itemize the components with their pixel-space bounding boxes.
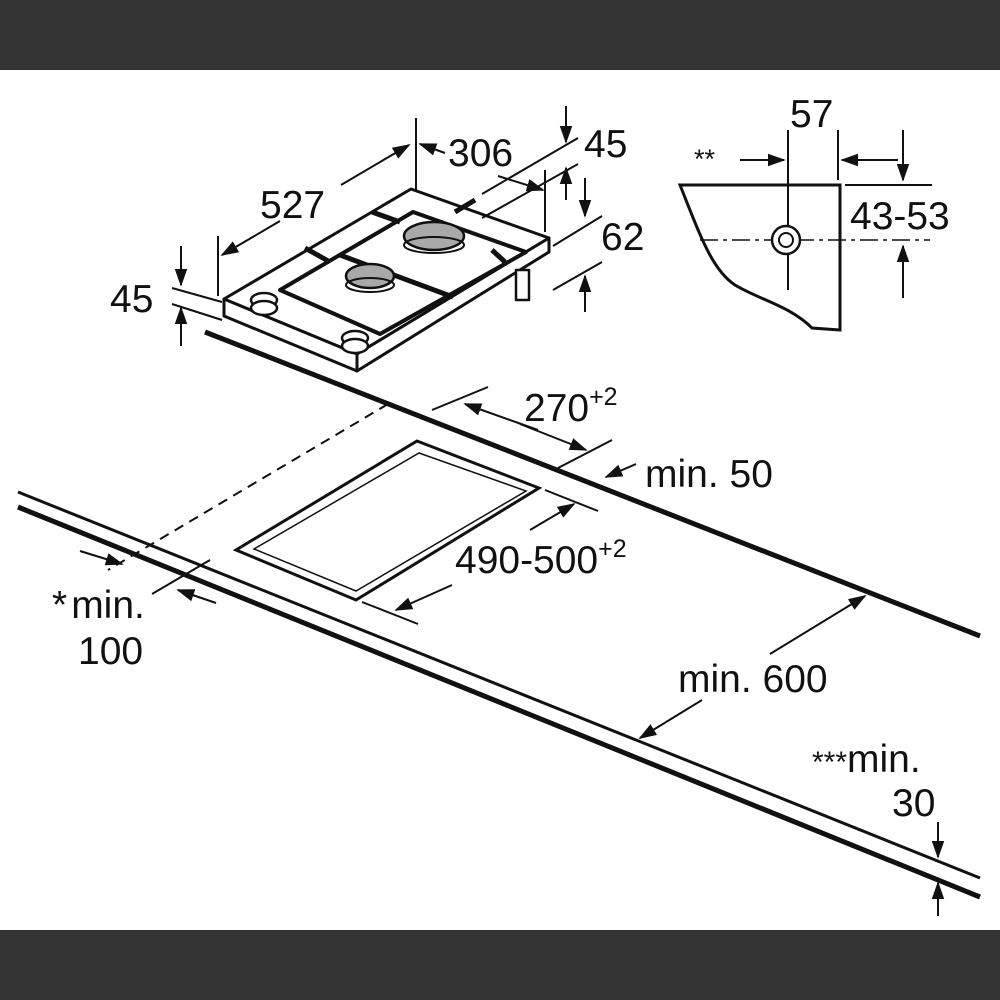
burner-rear-cap [403,236,465,254]
pan-support-finger [371,209,401,225]
dimension-line-490 [529,503,576,531]
gas-inlet-pipe [514,268,531,302]
dimension-line-527 [340,144,411,186]
dimension-labels: 306 527 45 62 45 57 ** 43-53 270+2 min. … [52,93,950,825]
label-hob-height-right: 45 [584,123,627,166]
bottom-band [0,930,1000,1000]
pan-support-finger [303,245,332,265]
burner-front [344,262,396,290]
burner-front-cap [345,277,395,293]
label-cutout-width-tolerance: +2 [589,383,618,411]
pan-support [278,210,528,336]
label-min-back: min. 50 [645,453,773,496]
pan-support-bar [339,252,454,300]
worktop-front-top-edge [17,490,981,880]
cutout-dimension-lines [79,386,945,916]
hob-outline-dashed [107,403,389,571]
extension-line [171,287,223,303]
label-cutout-depth-tolerance: +2 [598,535,627,563]
label-gas-note: ** [694,144,716,174]
arrow-min-50 [604,463,637,478]
hob-dimension-lines [171,106,603,346]
worktop-back-edge [204,329,981,639]
cutout-inner [252,452,528,592]
label-hob-width: 306 [448,132,513,175]
top-band [0,0,1000,70]
label-hob-front-height: 62 [601,216,644,259]
control-knob-base [249,299,279,317]
dimension-line-270 [519,423,588,451]
dimension-line-600 [638,699,703,739]
gas-pipe-outer [770,224,802,256]
dimension-line-600 [769,595,867,655]
extension-line [151,559,211,595]
dimension-line-490 [394,584,453,611]
extension-line [361,601,419,625]
label-cutout-depth: 490-500+2 [455,535,627,582]
label-hob-edge-height: 45 [110,278,153,321]
arrow-min-100 [176,589,217,604]
control-knob-base [340,337,370,355]
extension-line [544,489,599,512]
label-min-side: *min. [52,584,145,627]
extension-line [481,137,579,195]
gas-hob [222,187,551,373]
worktop [17,329,981,900]
label-hob-depth: 527 [260,184,325,227]
label-min-front: min. 600 [678,658,828,701]
extension-line [171,303,223,321]
dimension-line-527 [220,220,281,256]
worktop-front-bottom-edge [17,504,981,900]
extension-line [557,439,613,469]
arrow-min-100 [79,550,124,566]
detail-profile [677,183,842,332]
cutout [232,439,543,602]
dimension-line-306 [418,143,446,156]
label-min-bottom: ***min. [812,738,921,781]
extension-line [431,386,489,411]
label-min-bottom-value: 30 [892,782,935,825]
pan-support-finger [453,197,477,215]
label-cutout-width: 270+2 [524,383,618,430]
gas-connection-detail [677,130,932,332]
label-min-side-value: 100 [78,630,143,673]
label-gas-height-range: 43-53 [850,195,950,238]
gas-pipe-inner [778,232,794,248]
pan-support-finger [490,248,507,264]
label-gas-offset: 57 [790,93,833,136]
extension-line [552,261,603,291]
extension-line [552,215,603,247]
